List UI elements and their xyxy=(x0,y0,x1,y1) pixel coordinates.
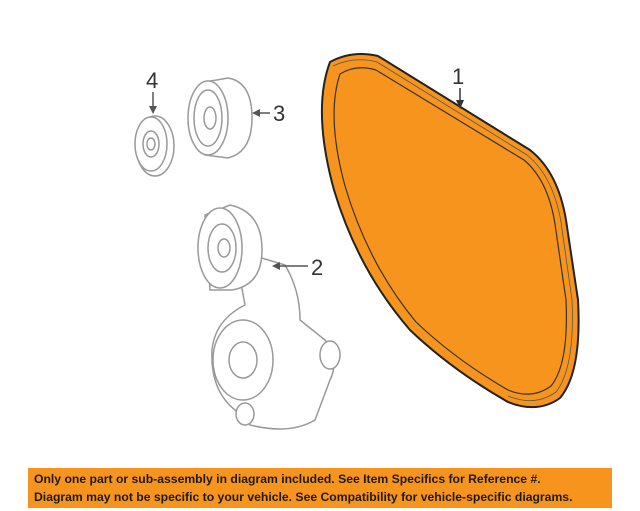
disclaimer-line-2: Diagram may not be specific to your vehi… xyxy=(34,490,573,504)
idler-pulley-small xyxy=(134,92,175,177)
disclaimer-line-1: Only one part or sub-assembly in diagram… xyxy=(34,472,541,486)
serpentine-belt xyxy=(320,53,580,409)
callout-1-leader xyxy=(456,88,464,109)
callout-3: 3 xyxy=(273,101,286,126)
callout-4: 4 xyxy=(146,68,159,93)
disclaimer-banner: Only one part or sub-assembly in diagram… xyxy=(28,468,612,508)
callout-1: 1 xyxy=(452,64,465,89)
idler-pulley xyxy=(187,77,270,159)
callout-2: 2 xyxy=(311,255,324,280)
belt-tensioner xyxy=(197,204,341,430)
